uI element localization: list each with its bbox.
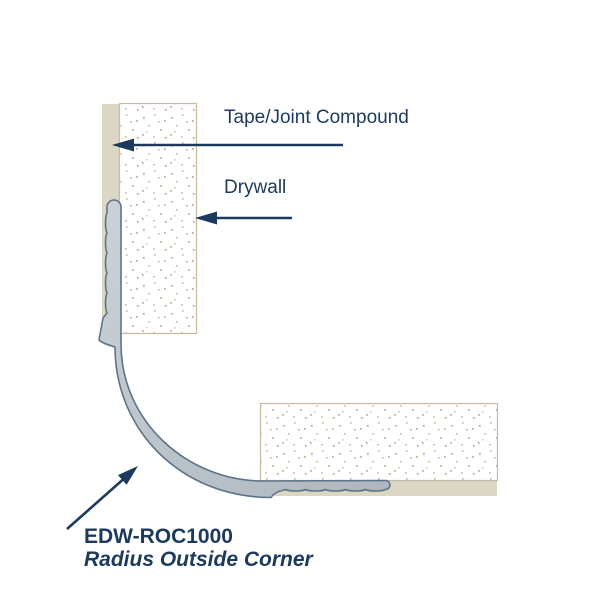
product-label: EDW-ROC1000 Radius Outside Corner — [84, 525, 313, 571]
product-code-label: EDW-ROC1000 — [84, 525, 233, 548]
tape-joint-compound-label: Tape/Joint Compound — [224, 107, 409, 128]
drywall-arrow — [195, 211, 292, 225]
drywall-panel-vertical — [118, 102, 198, 335]
drywall-label: Drywall — [224, 177, 287, 198]
tape-compound-arrow — [112, 138, 343, 152]
drywall-panel-horizontal — [259, 402, 499, 482]
radius-corner-bead — [98, 199, 391, 499]
corner-bead-arrow — [66, 466, 138, 530]
product-name-label: Radius Outside Corner — [84, 548, 313, 571]
